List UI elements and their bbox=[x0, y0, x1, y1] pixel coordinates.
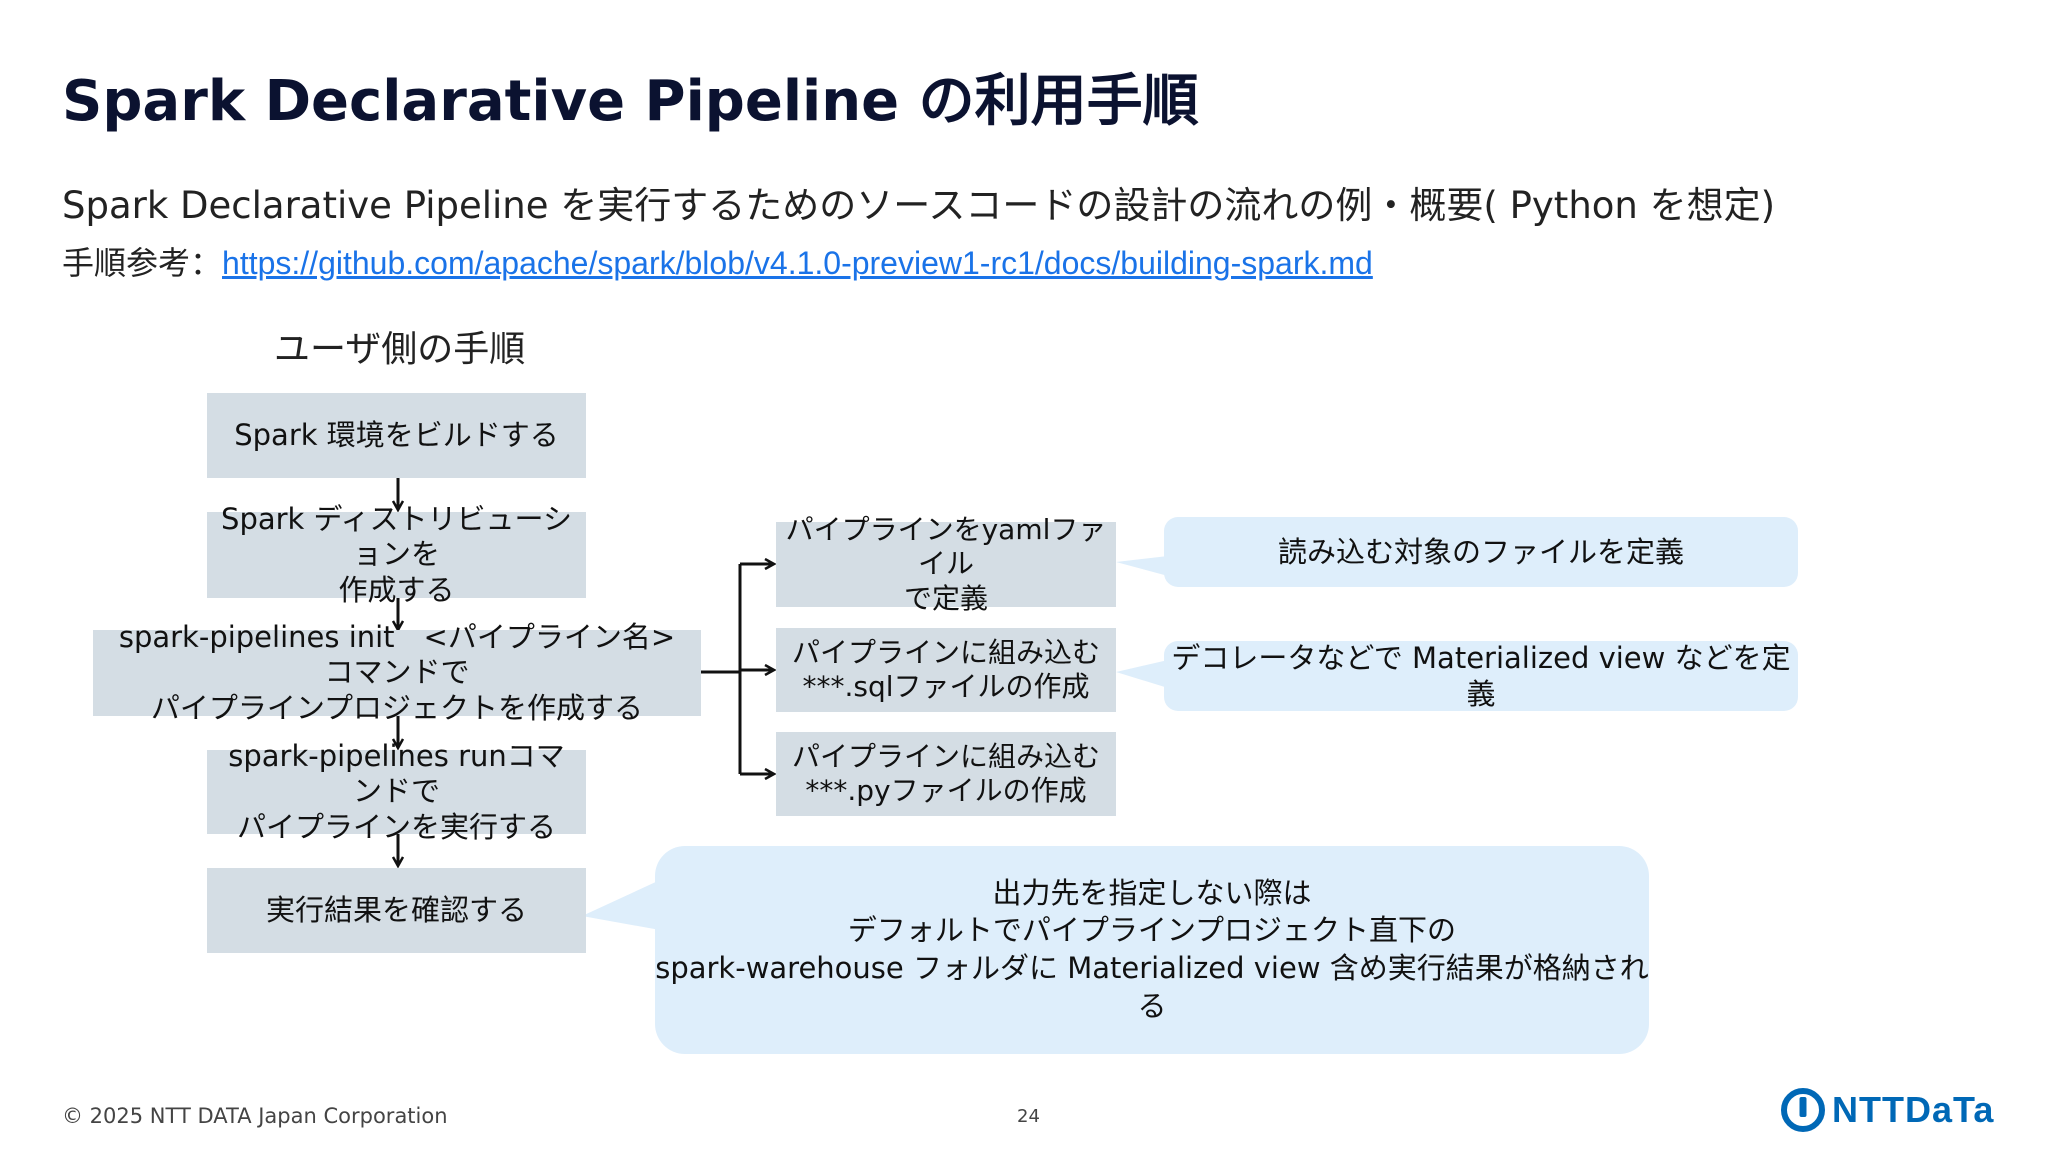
footer-copyright: © 2025 NTT DATA Japan Corporation bbox=[62, 1104, 448, 1128]
step-check-results: 実行結果を確認する bbox=[207, 868, 586, 953]
callout-yaml: 読み込む対象のファイルを定義 bbox=[1164, 517, 1798, 587]
reference-line: 手順参考：https://github.com/apache/spark/blo… bbox=[62, 238, 1373, 284]
reference-link[interactable]: https://github.com/apache/spark/blob/v4.… bbox=[222, 245, 1373, 281]
branch-sql-file: パイプラインに組み込む ***.sqlファイルの作成 bbox=[776, 628, 1116, 712]
callout-tail-result bbox=[582, 880, 660, 930]
branch-py-file: パイプラインに組み込む ***.pyファイルの作成 bbox=[776, 732, 1116, 816]
page-number: 24 bbox=[1017, 1106, 1040, 1127]
page-title: Spark Declarative Pipeline の利用手順 bbox=[62, 69, 1199, 134]
ntt-data-logo: NTTDaTa bbox=[1780, 1087, 1994, 1133]
user-steps-heading: ユーザ側の手順 bbox=[274, 329, 526, 370]
callout-tail-sql bbox=[1116, 660, 1168, 688]
ntt-data-logo-icon bbox=[1781, 1088, 1825, 1132]
callout-tail-yaml bbox=[1116, 556, 1168, 576]
callout-sql: デコレータなどで Materialized view などを定義 bbox=[1164, 641, 1798, 711]
ntt-data-logo-text: NTTDaTa bbox=[1832, 1089, 1995, 1130]
branch-yaml-definition: パイプラインをyamlファイル で定義 bbox=[776, 513, 1116, 615]
step-create-distribution: Spark ディストリビューションを 作成する bbox=[207, 502, 586, 607]
step-init-project: spark-pipelines init <パイプライン名> コマンドで パイプ… bbox=[93, 620, 701, 725]
step-build-spark: Spark 環境をビルドする bbox=[207, 393, 586, 478]
subtitle: Spark Declarative Pipeline を実行するためのソースコー… bbox=[62, 184, 1776, 227]
callout-result: 出力先を指定しない際は デフォルトでパイプラインプロジェクト直下の spark-… bbox=[655, 846, 1649, 1054]
step-run-pipeline: spark-pipelines runコマンドで パイプラインを実行する bbox=[207, 739, 586, 844]
reference-label: 手順参考： bbox=[62, 244, 223, 282]
